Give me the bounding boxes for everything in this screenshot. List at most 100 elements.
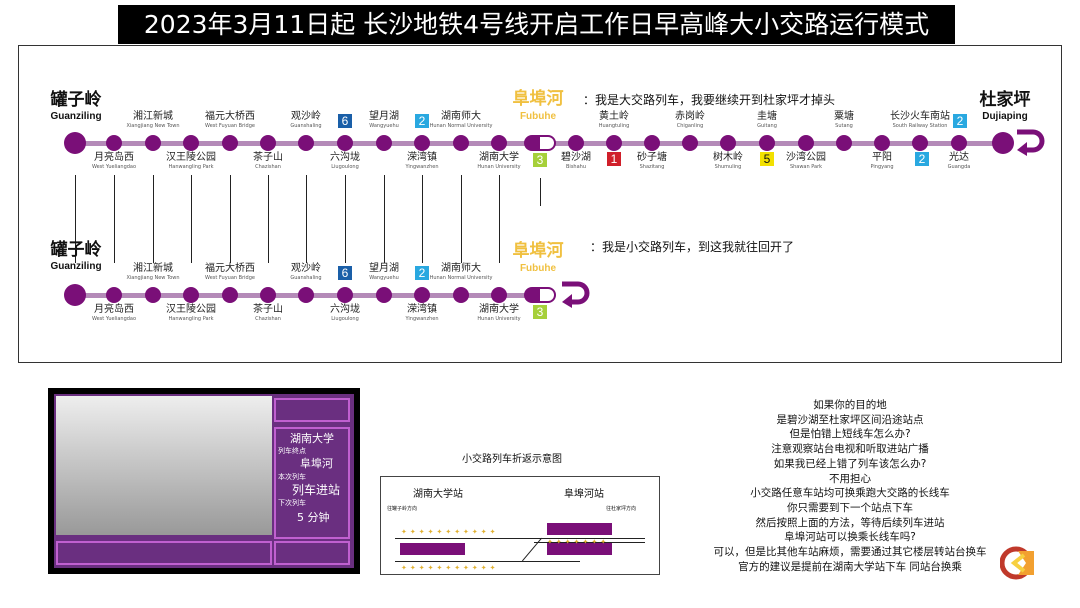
station-dot[interactable] [874, 135, 890, 151]
connector-line [191, 175, 192, 263]
station-fubuhe[interactable] [524, 287, 556, 303]
faq-line: 小交路任意车站均可换乘跑大交路的长线车 [750, 487, 950, 500]
page-title: 2023年3月11日起 长沙地铁4号线开启工作日早高峰大小交路运行模式 [118, 5, 955, 44]
connector-line [384, 175, 385, 263]
platform-hunan-university [400, 543, 465, 555]
station-dot[interactable] [260, 287, 276, 303]
connector-line [153, 175, 154, 263]
u-turn-icon [1017, 129, 1045, 156]
station-dot[interactable] [453, 287, 469, 303]
station-name-en: Hanwangling Park [168, 164, 214, 170]
station-dot[interactable] [106, 287, 122, 303]
station-dot[interactable] [145, 135, 161, 151]
connector-line [461, 175, 462, 263]
terminal-dot-guanziling[interactable] [64, 284, 86, 306]
station-name-en: Hanwangling Park [168, 316, 214, 322]
station-name-en: Yingwanzhen [405, 164, 439, 170]
terminal-dot-guanziling[interactable] [64, 132, 86, 154]
connector-line [499, 175, 500, 263]
note-long-route: ：我是大交路列车，我要继续开到杜家坪才掉头 [583, 93, 836, 107]
terminal-fubuhe: 阜埠河 [512, 89, 564, 109]
terminal-fubuhe: 阜埠河 [512, 241, 564, 261]
terminal-guanziling: 罐子岭 [50, 90, 102, 110]
turnback-diagram: 湖南大学站 阜埠河站 往罐子岭方向 往杜家坪方向 ✦✦✦✦✦✦✦✦✦✦✦ ✦✦✦… [380, 476, 660, 575]
faq-line: 是碧沙湖至杜家坪区间沿途站点 [776, 413, 924, 426]
station-name-en: West Fuyuan Bridge [205, 123, 255, 129]
route-arrows-upper: ✦✦✦✦✦✦✦✦✦✦✦ [401, 528, 499, 536]
terminal-dot-dujiaping[interactable] [992, 132, 1014, 154]
station-dot[interactable] [414, 135, 430, 151]
station-dot[interactable] [759, 135, 775, 151]
station-dot[interactable] [106, 135, 122, 151]
station-dot[interactable] [145, 287, 161, 303]
station-name: 碧沙湖 [561, 152, 591, 163]
station-dot[interactable] [298, 135, 314, 151]
station-dot[interactable] [337, 135, 353, 151]
diagram-title: 小交路列车折返示意图 [462, 454, 562, 465]
station-dot[interactable] [298, 287, 314, 303]
station-dot[interactable] [568, 135, 584, 151]
station-name-en: Xiangjiang New Town [126, 123, 180, 129]
station-name-en: West Fuyuan Bridge [205, 275, 255, 281]
logo-icon [1000, 546, 1034, 580]
station-dot[interactable] [491, 135, 507, 151]
transfer-badge-line-6: 6 [338, 114, 352, 128]
station-dot[interactable] [376, 135, 392, 151]
tv-next-label: 下次列车 [278, 499, 306, 507]
station-name: 汉王陵公园 [166, 152, 216, 163]
station-name-en: Wangyuehu [369, 123, 399, 129]
station-name: 湖南大学 [479, 152, 519, 163]
station-name: 沙湾公园 [786, 152, 826, 163]
station-dot[interactable] [491, 287, 507, 303]
station-dot[interactable] [682, 135, 698, 151]
station-name: 茶子山 [253, 152, 283, 163]
station-name-en: Guanshaling [290, 275, 322, 281]
terminal-dujiaping: 杜家坪 [979, 90, 1031, 110]
station-dot[interactable] [337, 287, 353, 303]
station-dot[interactable] [183, 287, 199, 303]
station-name: 光达 [949, 152, 969, 163]
station-name: 月亮岛西 [94, 304, 134, 315]
station-dot[interactable] [222, 287, 238, 303]
transfer-badge-line-2: 2 [415, 266, 429, 280]
station-name-en: South Railway Station [892, 123, 948, 129]
tv-dest-label: 列车终点 [278, 447, 306, 455]
station-dot[interactable] [453, 135, 469, 151]
station-name: 福元大桥西 [205, 263, 255, 274]
terminal-guanziling-en: Guanziling [50, 111, 102, 122]
station-name: 砂子塘 [637, 152, 667, 163]
transfer-badge-line-1: 1 [607, 152, 621, 166]
station-dot[interactable] [222, 135, 238, 151]
faq-line: 可以，但是比其他车站麻烦，需要通过其它楼层转站台换车 [713, 546, 987, 559]
station-name: 湖南师大 [441, 263, 481, 274]
station-dot[interactable] [644, 135, 660, 151]
station-name: 六沟垅 [330, 304, 360, 315]
station-name-en: Huangtuling [598, 123, 630, 129]
connector-line [540, 178, 541, 206]
transfer-badge-line-6: 6 [338, 266, 352, 280]
station-dot[interactable] [836, 135, 852, 151]
station-dot[interactable] [414, 287, 430, 303]
station-dot[interactable] [720, 135, 736, 151]
station-name-en: Shazitang [639, 164, 665, 170]
station-dot[interactable] [376, 287, 392, 303]
platform-fubuhe-upper [547, 523, 612, 535]
route-map-panel [18, 45, 1062, 363]
station-dot[interactable] [912, 135, 928, 151]
tv-this: 列车进站 [292, 483, 341, 497]
connector-line [268, 175, 269, 263]
station-dot[interactable] [798, 135, 814, 151]
station-dot[interactable] [606, 135, 622, 151]
station-name: 溁湾镇 [407, 304, 437, 315]
station-fubuhe[interactable] [524, 135, 556, 151]
faq-line: 然后按照上面的方法，等待后续列车进站 [755, 516, 945, 529]
station-dot[interactable] [260, 135, 276, 151]
connector-line [75, 175, 76, 263]
station-dot[interactable] [183, 135, 199, 151]
station-dot[interactable] [951, 135, 967, 151]
connector-line [345, 175, 346, 263]
tv-corner-box [274, 541, 350, 565]
tv-this-label: 本次列车 [278, 473, 306, 481]
faq-line: 如果我已经上错了列车该怎么办? [773, 457, 927, 470]
station-name-en: Guitang [757, 123, 777, 129]
